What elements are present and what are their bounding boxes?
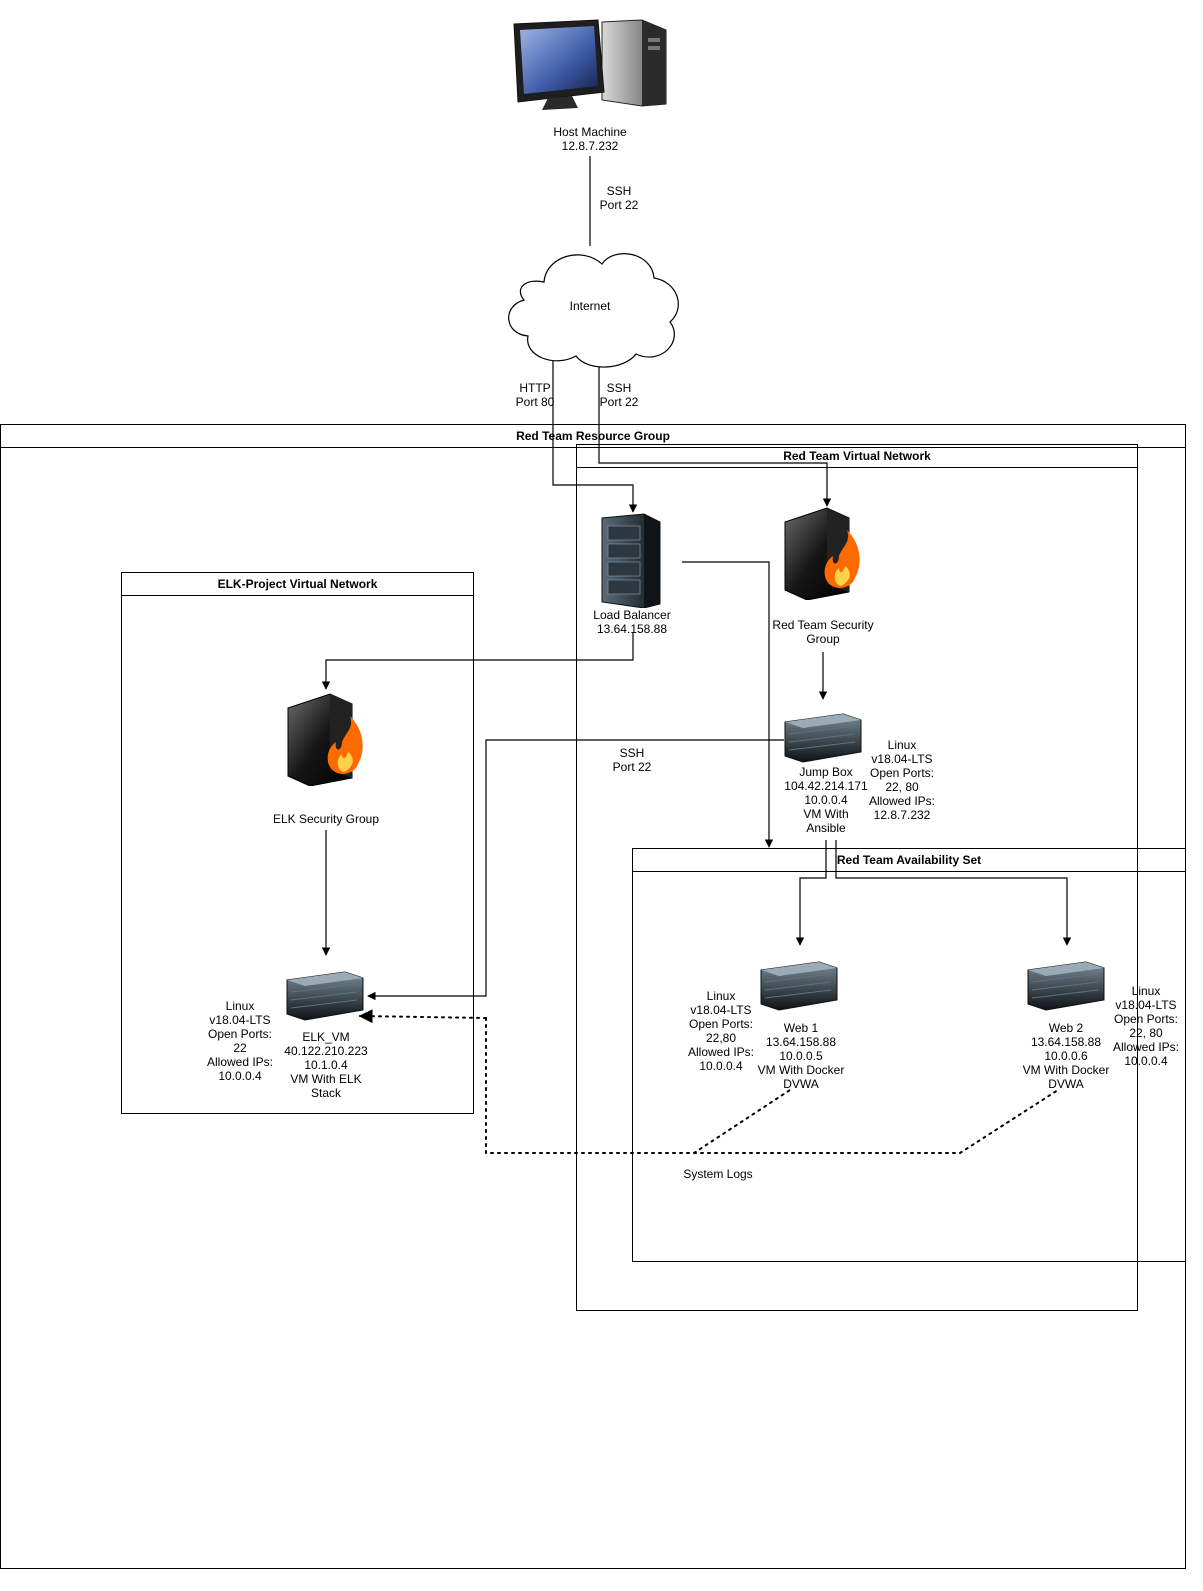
availability-set-box: Red Team Availability Set [632, 848, 1186, 1262]
internet-label: Internet [569, 299, 611, 313]
web2-label: Web 2 13.64.158.88 10.0.0.6 VM With Dock… [1022, 1021, 1110, 1091]
web1-info: Linux v18.04-LTS Open Ports: 22,80 Allow… [687, 989, 755, 1073]
web2-info: Linux v18.04-LTS Open Ports: 22, 80 Allo… [1112, 984, 1180, 1068]
red-team-firewall-icon [784, 507, 860, 600]
jump-elk-link-label: SSH Port 22 [612, 746, 652, 774]
jump-box-server-icon [784, 713, 862, 763]
internet-lb-link-label: HTTP Port 80 [515, 381, 555, 409]
lb-elk-sg-line [321, 632, 634, 690]
elk-vm-label: ELK_VM 40.122.210.223 10.1.0.4 VM With E… [284, 1030, 368, 1100]
jumpbox-web2-line [835, 840, 1072, 946]
availability-set-title: Red Team Availability Set [633, 849, 1185, 872]
elk-vnet-box: ELK-Project Virtual Network [121, 572, 474, 1114]
system-logs-label: System Logs [683, 1167, 753, 1181]
elk-vm-server-icon [286, 971, 364, 1021]
elk-firewall-icon [287, 693, 363, 786]
elk-security-group-label: ELK Security Group [272, 812, 380, 826]
internet-sg-link-label: SSH Port 22 [599, 381, 639, 409]
web1-server-icon [760, 961, 838, 1011]
desktop-computer-icon [513, 19, 667, 110]
web2-server-icon [1027, 961, 1105, 1011]
cloud-icon [508, 253, 679, 368]
red-team-security-group-label: Red Team Security Group [772, 618, 874, 646]
resource-group-title: Red Team Resource Group [1, 425, 1185, 448]
host-machine-label: Host Machine [553, 125, 627, 139]
load-balancer-label: Load Balancer 13.64.158.88 [593, 608, 671, 636]
jump-box-label: Jump Box 104.42.214.171 10.0.0.4 VM With… [784, 765, 868, 835]
internet-sg-line [598, 362, 832, 507]
host-machine-ip: 12.8.7.232 [561, 139, 619, 153]
jumpbox-elk-line [367, 739, 784, 1001]
lb-availability-line [682, 561, 774, 848]
elk-vm-info: Linux v18.04-LTS Open Ports: 22 Allowed … [206, 999, 274, 1083]
jump-box-info: Linux v18.04-LTS Open Ports: 22, 80 Allo… [868, 738, 936, 822]
red-team-vnet-box: Red Team Virtual Network [576, 444, 1138, 1311]
load-balancer-icon [601, 513, 661, 608]
internet-lb-line [552, 348, 638, 513]
elk-vnet-title: ELK-Project Virtual Network [122, 573, 473, 596]
system-logs-line [360, 1016, 1059, 1154]
host-internet-link-label: SSH Port 22 [599, 184, 639, 212]
web1-label: Web 1 13.64.158.88 10.0.0.5 VM With Dock… [757, 1021, 845, 1091]
red-team-vnet-title: Red Team Virtual Network [577, 445, 1137, 468]
jumpbox-web1-line [795, 840, 827, 946]
